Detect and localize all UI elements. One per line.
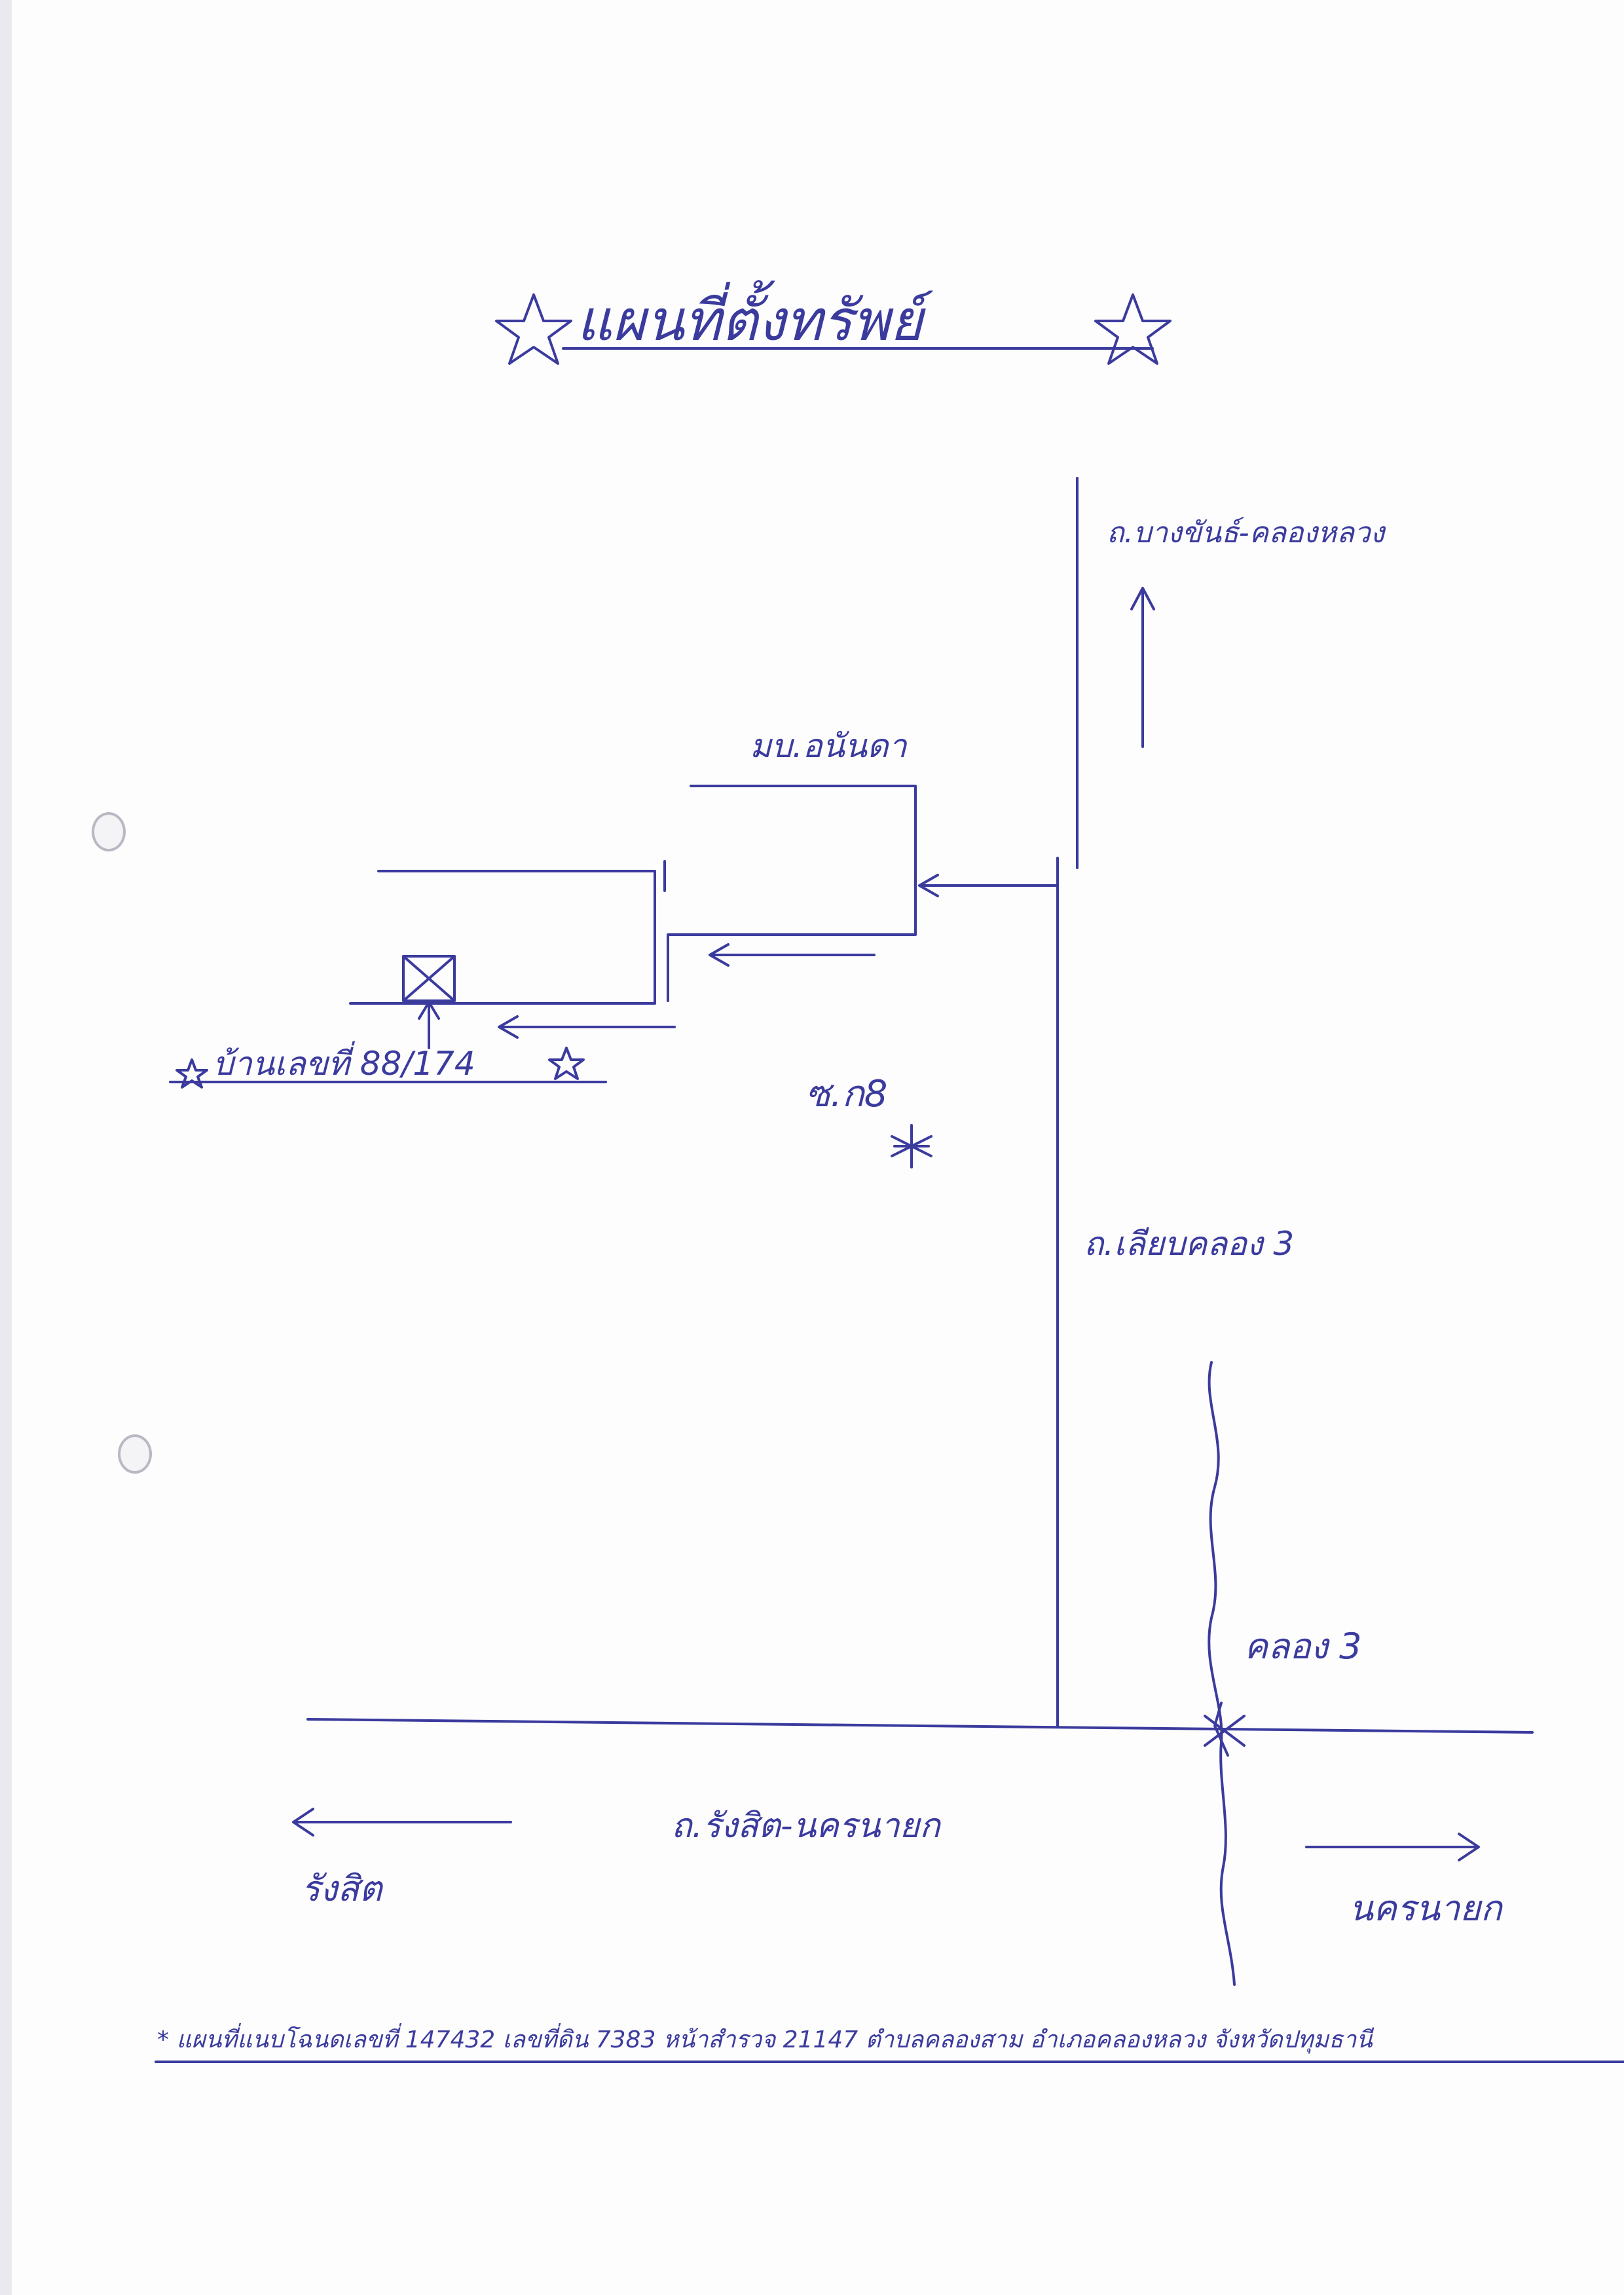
village-outline xyxy=(667,785,917,1002)
canal-bridge xyxy=(1213,1702,1229,1757)
soi-label: ซ.ก8 xyxy=(805,1073,888,1115)
canal-line xyxy=(1208,1361,1236,1986)
direction-right-label: นครนายก xyxy=(1349,1888,1502,1929)
punch-hole-top xyxy=(92,812,126,851)
map-title: แผนที่ตั้งทรัพย์ xyxy=(576,288,923,354)
house-star-left-icon xyxy=(175,1058,208,1089)
title-star-left-icon xyxy=(495,293,572,365)
punch-hole-bottom xyxy=(118,1434,152,1474)
road-horizontal xyxy=(306,1718,1534,1734)
canal-label: คลอง 3 xyxy=(1244,1626,1362,1667)
road-label-liap-khlong3: ถ.เลียบคลอง 3 xyxy=(1084,1225,1295,1263)
arrow-village-icon xyxy=(709,943,729,967)
arrow-up-icon xyxy=(1130,587,1155,610)
title-star-right-icon xyxy=(1094,293,1172,365)
house-star-right-icon xyxy=(548,1047,585,1080)
arrow-right-icon xyxy=(1458,1833,1480,1861)
arrow-soi-icon xyxy=(918,874,939,897)
village-inner-block xyxy=(349,870,656,1005)
arrow-house-icon xyxy=(498,1015,519,1039)
village-label: มบ.อนันดา xyxy=(750,727,907,765)
footnote: * แผนที่แนบโฉนดเลขที่ 147432 เลขที่ดิน 7… xyxy=(157,2026,1373,2053)
road-label-bangkhan: ถ.บางขันธ์-คลองหลวง xyxy=(1107,516,1385,550)
paper-edge xyxy=(0,0,12,2295)
arrow-left-icon xyxy=(292,1808,314,1837)
direction-left-label: รังสิต xyxy=(301,1868,382,1909)
house-label: บ้านเลขที่ 88/174 xyxy=(213,1045,475,1083)
road-label-rangsit-nakhonnayok: ถ.รังสิต-นครนายก xyxy=(671,1806,940,1846)
soi-asterisk-icon xyxy=(891,1124,932,1168)
